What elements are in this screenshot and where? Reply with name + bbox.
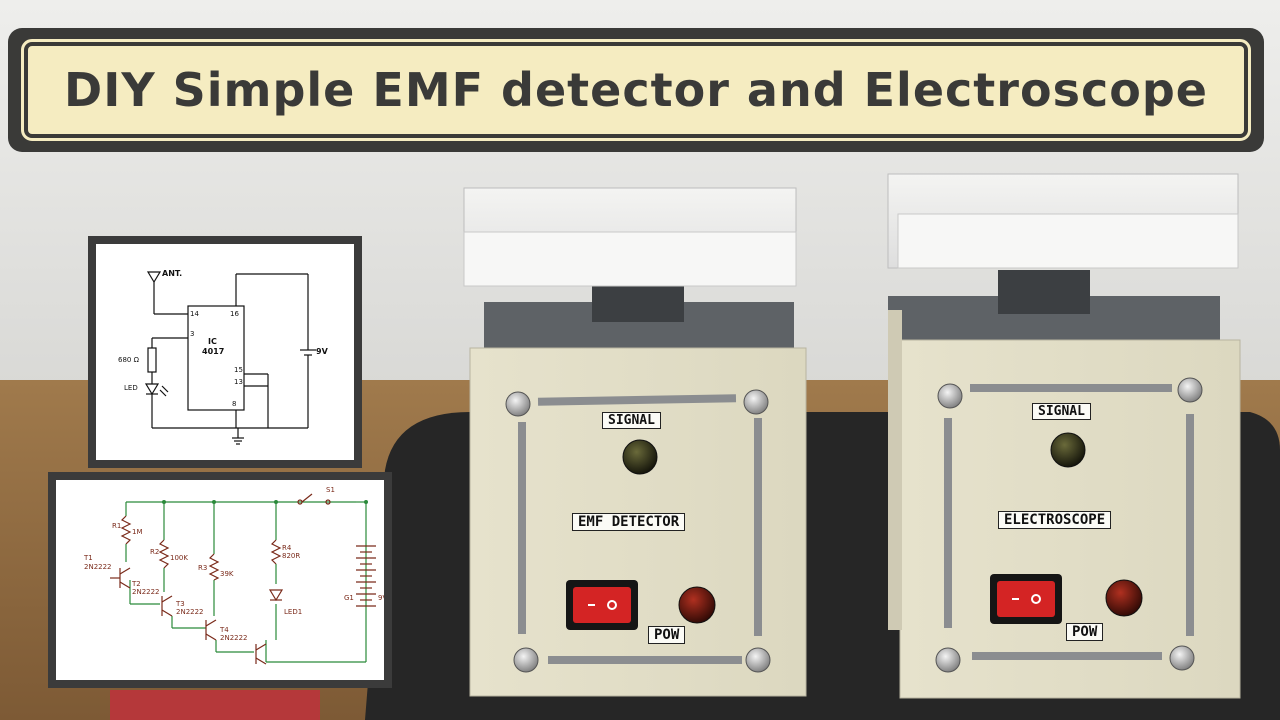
device-name-label-left: EMF DETECTOR <box>572 513 686 531</box>
title-banner: DIY Simple EMF detector and Electroscope <box>8 28 1264 152</box>
r4-value: 820R <box>282 552 300 560</box>
led-label: LED <box>124 384 138 392</box>
title-frame: DIY Simple EMF detector and Electroscope <box>21 39 1251 141</box>
r2-value: 100K <box>170 554 188 562</box>
r1-value: 1M <box>132 528 143 536</box>
g1-value: 9V <box>378 594 384 602</box>
r4-label: R4 <box>282 544 292 552</box>
antenna-label: ANT. <box>162 269 182 278</box>
r3-label: R3 <box>198 564 207 572</box>
pin-14-label: 14 <box>190 310 199 318</box>
pin-15-label: 15 <box>234 366 243 374</box>
g1-label: G1 <box>344 594 354 602</box>
electroscope-device <box>887 173 1241 699</box>
red-object <box>110 690 320 720</box>
pin-13-label: 13 <box>234 378 243 386</box>
t2-label: T2 <box>131 580 141 588</box>
r1-label: R1 <box>112 522 121 530</box>
t1-label: T1 <box>83 554 93 562</box>
pin-16-label: 16 <box>230 310 239 318</box>
schematic-ic4017-drawing: ANT. IC 4017 14 16 3 15 13 8 680 Ω LED 9… <box>118 269 329 445</box>
ic-label: IC <box>208 337 217 346</box>
r2-label: R2 <box>150 548 159 556</box>
pin-3-label: 3 <box>190 330 194 338</box>
power-label-right: POW <box>1066 623 1104 641</box>
s1-label: S1 <box>326 486 335 494</box>
schematic-transistor-drawing: S1 R1 1M R2 100K R3 39K R4 820R T1 2N222… <box>83 486 384 665</box>
device-name-label-right: ELECTROSCOPE <box>998 511 1112 529</box>
pin-8-label: 8 <box>232 400 236 408</box>
t3-part: 2N2222 <box>176 608 204 616</box>
led1-label: LED1 <box>284 608 302 616</box>
t4-label: T4 <box>219 626 229 634</box>
video-title: DIY Simple EMF detector and Electroscope <box>64 63 1208 117</box>
schematic-ic4017: ANT. IC 4017 14 16 3 15 13 8 680 Ω LED 9… <box>88 236 362 468</box>
t1-part: 2N2222 <box>84 563 112 571</box>
t2-part: 2N2222 <box>132 588 160 596</box>
t4-part: 2N2222 <box>220 634 248 642</box>
power-label-left: POW <box>648 626 686 644</box>
signal-label-right: SIGNAL <box>1032 403 1091 420</box>
r3-value: 39K <box>220 570 234 578</box>
signal-label-left: SIGNAL <box>602 412 661 429</box>
ic-part-label: 4017 <box>202 347 224 356</box>
battery-label: 9V <box>316 347 329 356</box>
schematic-transistor: S1 R1 1M R2 100K R3 39K R4 820R T1 2N222… <box>48 472 392 688</box>
t3-label: T3 <box>175 600 185 608</box>
emf-detector-device <box>463 187 807 697</box>
resistor-label: 680 Ω <box>118 356 140 364</box>
